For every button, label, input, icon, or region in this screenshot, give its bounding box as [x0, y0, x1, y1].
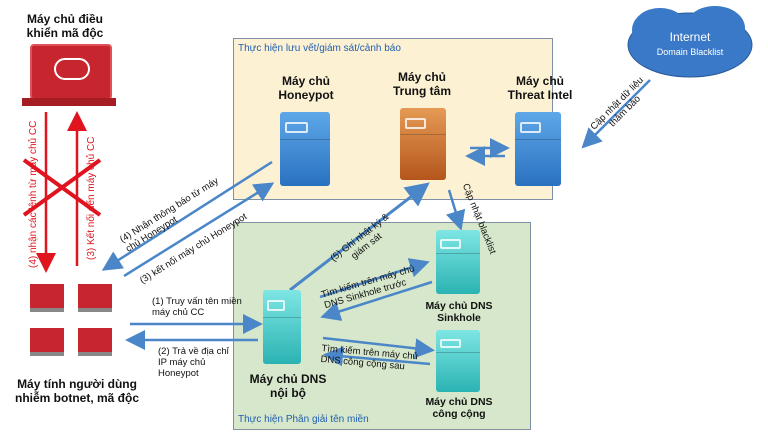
- cc-server-icon: [30, 44, 112, 100]
- central-label: Máy chủ Trung tâm: [392, 70, 451, 98]
- laptop-icon: [30, 328, 64, 356]
- dns-zone-label: Thực hiện Phân giải tên miền: [238, 414, 369, 425]
- cc-server-label: Máy chủ điều khiển mã độc: [26, 12, 104, 40]
- cloud-icon: [627, 6, 753, 78]
- laptop-icon: [78, 284, 112, 312]
- local-dns-server-icon: [263, 290, 301, 364]
- internet-title: Internet: [669, 30, 711, 44]
- laptop-icon: [78, 328, 112, 356]
- threat-intel-server-icon: [515, 112, 561, 186]
- cc-connect-label: (3) Kết nối đến máy chủ CC: [86, 136, 97, 260]
- local-dns-label: Máy chủ DNS nội bộ: [249, 372, 327, 400]
- sinkhole-label: Máy chủ DNS Sinkhole: [425, 300, 493, 324]
- laptop-icon: [30, 284, 64, 312]
- sinkhole-server-icon: [436, 230, 480, 294]
- reply-label: (2) Trả về địa chỉ IP máy chủ Honeypot: [158, 346, 229, 379]
- monitoring-zone-label: Thực hiện lưu vết/giám sát/cảnh báo: [238, 43, 401, 54]
- query-label: (1) Truy vấn tên miền máy chủ CC: [152, 296, 242, 318]
- honeypot-server-icon: [280, 112, 330, 186]
- cc-receive-label: (4) nhận các lệnh từ máy chủ CC: [28, 120, 39, 268]
- threat-intel-label: Máy chủ Threat Intel: [507, 74, 573, 102]
- internet-subtitle: Domain Blacklist: [656, 47, 724, 57]
- victims-label: Máy tính người dùng nhiễm botnet, mã độc: [14, 377, 139, 405]
- public-dns-label: Máy chủ DNS công cộng: [425, 396, 493, 420]
- public-dns-server-icon: [436, 330, 480, 392]
- central-server-icon: [400, 108, 446, 180]
- honeypot-label: Máy chủ Honeypot: [278, 74, 334, 102]
- cc-server-base: [22, 98, 116, 106]
